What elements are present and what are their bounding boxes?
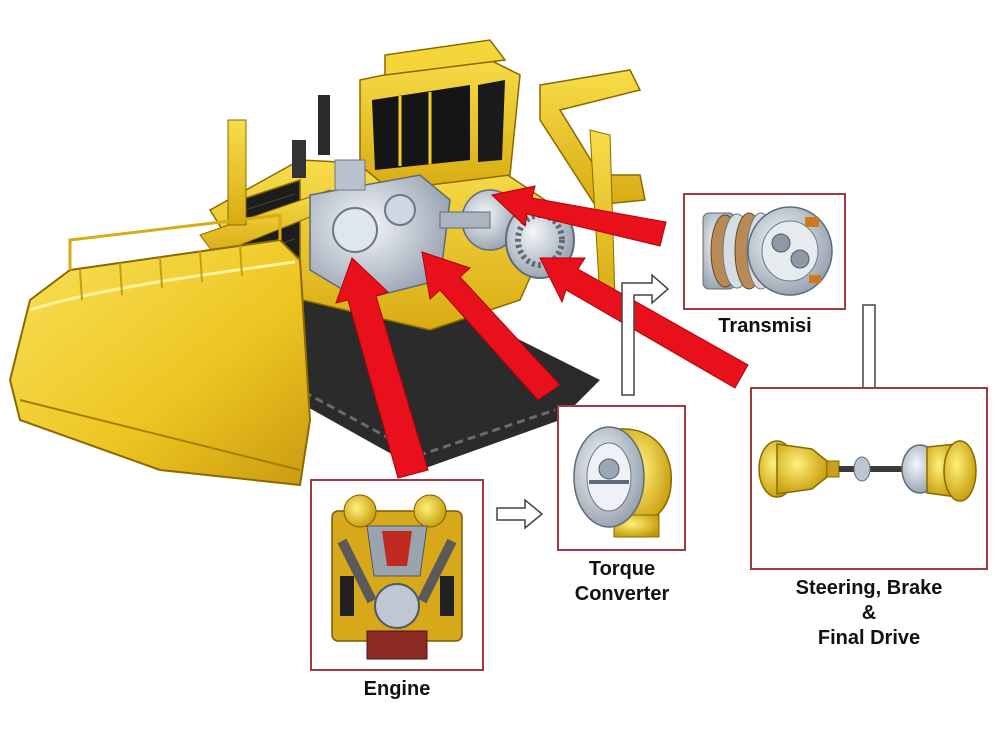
- cross-shaft: [839, 466, 919, 472]
- torque-pointer-arrow: [421, 251, 561, 401]
- steering-pointer-arrow: [539, 257, 749, 389]
- steering-label-line1: Steering, Brake: [795, 577, 943, 599]
- steering-brake-final-drive-label: Steering, Brake & Final Drive: [762, 576, 976, 651]
- exhaust-stack: [318, 95, 330, 155]
- transmission-box: [683, 193, 846, 310]
- torque-converter-image: [573, 426, 673, 538]
- transmission-image: [702, 206, 833, 296]
- torque-converter-box: [557, 405, 686, 551]
- torque-converter-label-line2: Converter: [574, 583, 670, 605]
- steering-label-line3: Final Drive: [817, 627, 921, 649]
- ripper: [539, 69, 646, 206]
- left-final-drive: [758, 440, 840, 498]
- engine-image: [331, 494, 463, 660]
- engine-label: Engine: [363, 678, 431, 700]
- steering-box: [750, 387, 988, 570]
- torque-converter-label: Torque Converter: [552, 557, 692, 607]
- pointer-arrows: [335, 185, 749, 479]
- engine-pointer-arrow: [335, 257, 429, 479]
- flow-arrow-engine-to-torque: [496, 498, 544, 530]
- bulldozer: [8, 39, 646, 487]
- steering-label-line2: &: [861, 602, 877, 624]
- flow-arrow-torque-to-transmission: [621, 273, 670, 396]
- right-final-drive: [901, 440, 977, 502]
- transmission-pointer-arrow: [490, 185, 667, 247]
- blade: [8, 238, 312, 487]
- torque-converter-label-line1: Torque: [588, 558, 656, 580]
- transmission-label: Transmisi: [718, 315, 812, 337]
- engine-box: [310, 479, 484, 671]
- final-drive-image: [758, 440, 977, 502]
